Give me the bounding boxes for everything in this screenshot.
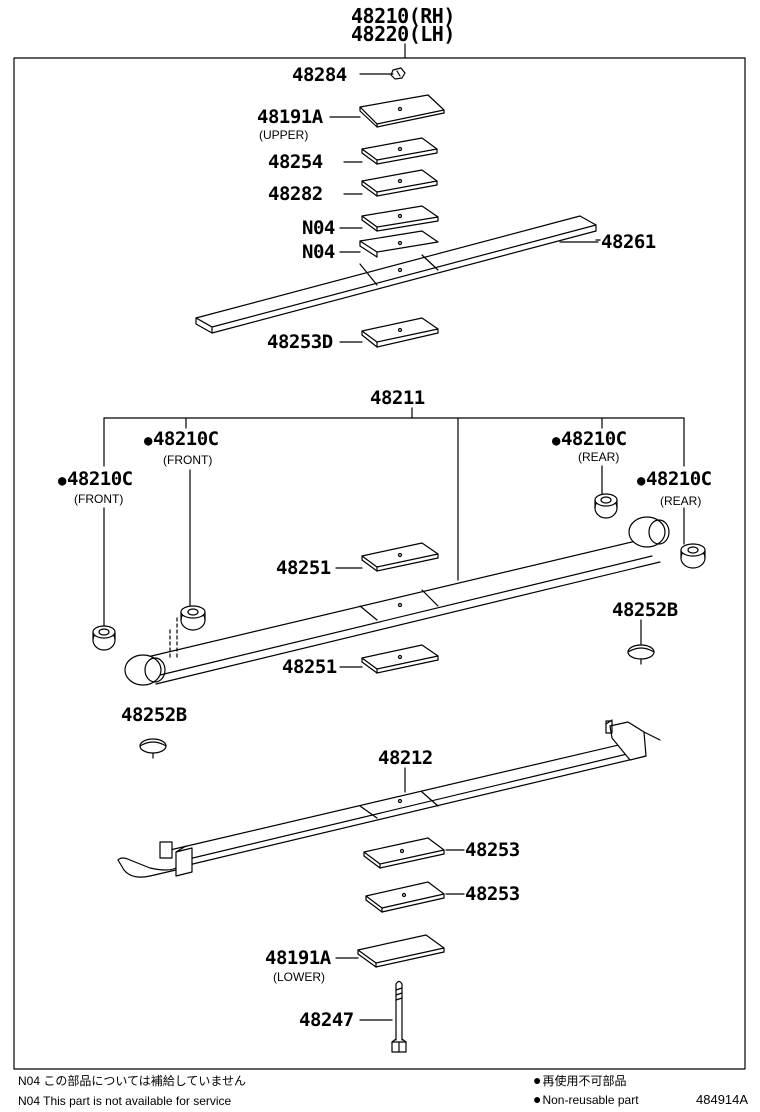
label-48210c-rear-upper: 48210C — [552, 428, 627, 452]
label-48261: 48261 — [601, 231, 656, 253]
note-nonreusable-japanese-text: 再使用不可部品 — [542, 1074, 627, 1088]
plate-48282 — [343, 169, 438, 197]
bushing-front-1 — [92, 625, 116, 651]
nut-48284 — [359, 67, 406, 80]
bushing-rear-2 — [680, 543, 706, 569]
bumper-48252b-left — [139, 738, 167, 759]
assembly-title-lh: 48220(LH) — [351, 22, 455, 46]
pad-48191a-upper — [329, 94, 445, 128]
label-48210c-front-upper: 48210C — [144, 428, 219, 452]
diagram-id: 484914A — [696, 1092, 749, 1107]
note-n04-japanese: N04 この部品については補給していません — [18, 1074, 247, 1088]
label-48212: 48212 — [378, 747, 433, 769]
note-nonreusable-japanese: 再使用不可部品 — [533, 1073, 626, 1088]
bumper-48252b-right — [627, 619, 655, 665]
label-48210c-rear-lower: 48210C — [637, 468, 712, 492]
bushing-rear-1 — [594, 493, 618, 519]
bolt-48247 — [359, 980, 407, 1053]
label-48284: 48284 — [292, 64, 347, 86]
label-front-upper: (FRONT) — [163, 453, 213, 467]
label-48210c-rear-upper-text: 48210C — [560, 428, 627, 450]
label-48253d: 48253D — [267, 331, 333, 353]
label-48282: 48282 — [268, 183, 323, 205]
plate-48254 — [343, 137, 438, 165]
label-lower: (LOWER) — [273, 970, 325, 984]
leader-48211 — [103, 407, 685, 629]
label-front-lower: (FRONT) — [74, 492, 124, 506]
label-48252b-left: 48252B — [121, 704, 187, 726]
leaf-48261 — [195, 215, 601, 334]
note-n04-english: N04 This part is not available for servi… — [18, 1094, 232, 1108]
diagram-frame — [13, 57, 746, 1070]
label-rear-upper: (REAR) — [578, 450, 620, 464]
note-nonreusable-english: Non-reusable part — [533, 1092, 639, 1107]
label-48210c-front-lower-text: 48210C — [66, 468, 133, 490]
pad-48253-a — [363, 837, 465, 869]
pad-48253-b — [365, 881, 465, 913]
label-48251-b: 48251 — [282, 656, 337, 678]
pad-48191a-lower — [335, 934, 445, 968]
label-48191a-upper: 48191A — [257, 106, 323, 128]
plate-n04-b — [339, 230, 439, 258]
pad-48253d — [339, 317, 439, 348]
leaf-48211 — [124, 516, 670, 686]
label-48191a-lower: 48191A — [265, 947, 331, 969]
label-48210c-rear-lower-text: 48210C — [645, 468, 712, 490]
plate-n04-a — [339, 205, 439, 232]
label-48210c-front-lower: 48210C — [58, 468, 133, 492]
bushing-front-2 — [180, 605, 206, 631]
label-48251-a: 48251 — [276, 557, 331, 579]
assembly-title-rh: 48210(RH) — [351, 4, 455, 28]
note-nonreusable-english-text: Non-reusable part — [542, 1093, 639, 1107]
label-48253-a: 48253 — [465, 839, 520, 861]
label-48254: 48254 — [268, 151, 323, 173]
label-48252b-right: 48252B — [612, 599, 678, 621]
label-48247: 48247 — [299, 1009, 354, 1031]
label-n04-b: N04 — [302, 241, 335, 263]
label-rear-lower: (REAR) — [660, 494, 702, 508]
pad-48251-a — [335, 542, 439, 572]
label-n04-a: N04 — [302, 217, 335, 239]
pad-48251-b — [339, 644, 439, 674]
label-48253-b: 48253 — [465, 883, 520, 905]
label-48211: 48211 — [370, 387, 425, 409]
label-upper: (UPPER) — [259, 128, 309, 142]
label-48210c-front-upper-text: 48210C — [152, 428, 219, 450]
alignment-lines — [169, 617, 178, 661]
leaf-48212 — [117, 719, 661, 878]
